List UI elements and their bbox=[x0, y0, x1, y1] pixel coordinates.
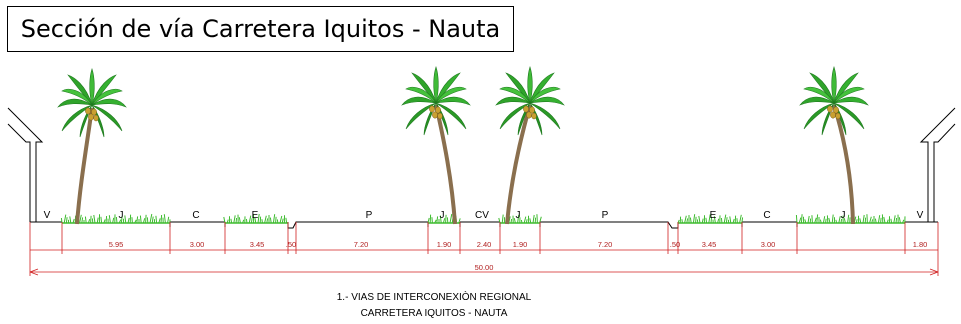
zone-label: E bbox=[252, 210, 259, 221]
dimension-label: 1.80 bbox=[913, 240, 928, 249]
zone-label: E bbox=[710, 210, 717, 221]
total-width-label: 50.00 bbox=[475, 263, 494, 272]
palm-tree bbox=[799, 66, 869, 225]
zone-label: CV bbox=[475, 210, 489, 221]
caption-line-2: CARRETERA IQUITOS - NAUTA bbox=[361, 308, 508, 319]
zone-label: P bbox=[602, 210, 609, 221]
dimension-label: 2.40 bbox=[477, 240, 492, 249]
palm-tree bbox=[401, 66, 471, 225]
zone-label: C bbox=[763, 210, 770, 221]
section-title: Sección de vía Carretera Iquitos - Nauta bbox=[7, 6, 514, 52]
palm-tree bbox=[57, 68, 127, 225]
palm-tree bbox=[495, 66, 565, 225]
house-right bbox=[919, 107, 956, 222]
dimension-label: 1.90 bbox=[437, 240, 452, 249]
zone-label: J bbox=[841, 210, 846, 221]
zone-label: C bbox=[192, 210, 199, 221]
dimension-label: 3.45 bbox=[702, 240, 717, 249]
dimension-label: .50 bbox=[670, 240, 680, 249]
zone-labels: V J C E P J CV J P E C J V bbox=[44, 210, 924, 221]
dimension-label: .50 bbox=[286, 240, 296, 249]
dimension-lines bbox=[29, 222, 939, 276]
zone-label: V bbox=[44, 210, 51, 221]
zone-label: V bbox=[917, 210, 924, 221]
dimension-label: 7.20 bbox=[354, 240, 369, 249]
dimension-label: 3.00 bbox=[761, 240, 776, 249]
zone-label: J bbox=[440, 210, 445, 221]
zone-label: P bbox=[366, 210, 373, 221]
zone-label: J bbox=[516, 210, 521, 221]
grass-strips bbox=[60, 213, 906, 224]
dimension-label: 3.45 bbox=[250, 240, 265, 249]
house-left bbox=[7, 107, 44, 222]
zone-label: J bbox=[119, 210, 124, 221]
dimension-labels: 5.95 3.00 3.45 .50 7.20 1.90 2.40 1.90 7.20 .50 3.… bbox=[109, 240, 928, 249]
dimension-label: 1.90 bbox=[513, 240, 528, 249]
dimension-label: 5.95 bbox=[109, 240, 124, 249]
dimension-label: 7.20 bbox=[598, 240, 613, 249]
dimension-label: 3.00 bbox=[190, 240, 205, 249]
caption-line-1: 1.- VIAS DE INTERCONEXIÒN REGIONAL bbox=[337, 290, 532, 303]
